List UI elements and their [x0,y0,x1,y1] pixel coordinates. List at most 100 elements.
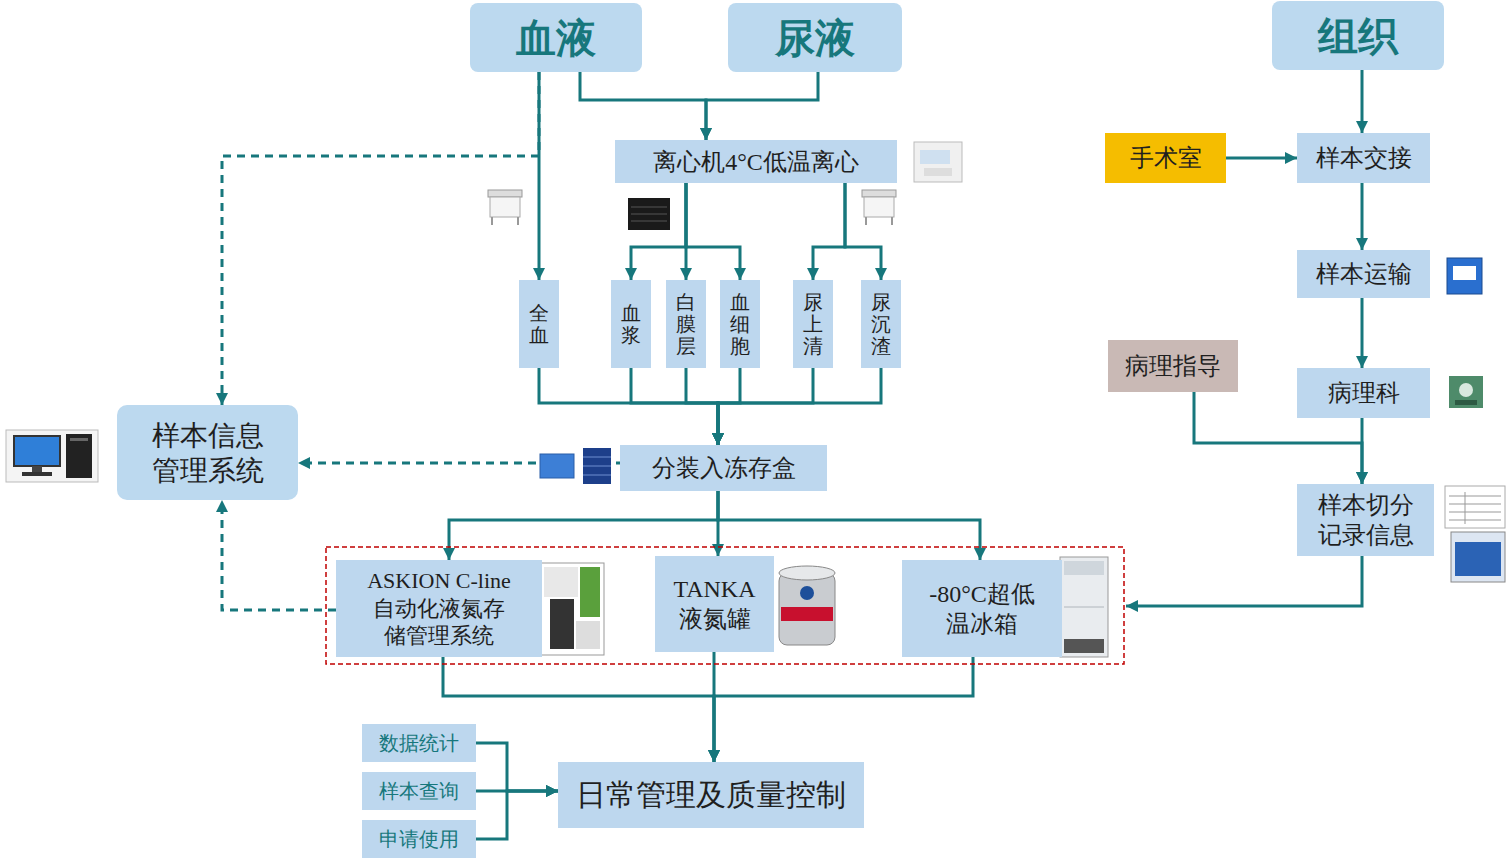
slide-tray-icon-part [1455,542,1501,576]
freezer-icon-part [1064,607,1104,608]
node-label: 样本查询 [379,779,459,804]
storage-panel: TANKA 液氮罐 [655,556,774,652]
slide-tray-icon [1451,532,1505,582]
component-column: 全血 [519,280,559,368]
node-label: 病理指导 [1125,351,1221,381]
record-sheet-icon-part [1449,520,1501,521]
node-label: 组织 [1318,11,1398,61]
flow-connector [686,368,718,445]
storage-panel: ASKION C-line 自动化液氮存 储管理系统 [336,560,542,657]
flow-connector [1361,183,1364,250]
node-label: 离心机4°C低温离心 [653,147,859,177]
flow-connector [714,657,973,762]
flow-connector [222,72,539,405]
pathology-icon-part [1449,376,1483,408]
function-box: 数据统计 [362,724,476,762]
node-label: 手术室 [1130,143,1202,173]
node-label: 样本运输 [1316,259,1412,289]
node-label: 白膜层 [676,291,696,357]
liquid-nitrogen-system-icon-part [580,567,600,617]
cryo-box-icon [538,446,616,488]
computer-icon-part [14,436,60,466]
flow-connector [539,368,718,445]
flow-connector [1126,556,1362,606]
nitrogen-tank-icon [779,566,835,645]
flow-connector [718,368,881,445]
node-label: 血浆 [621,302,641,346]
sample-rack-icon-part [628,198,670,230]
slide-tray-icon-part [1451,532,1505,582]
pathology-icon-part [1459,383,1473,397]
computer-icon-part [32,466,42,472]
node-label: 样本信息 管理系统 [121,418,294,488]
nitrogen-tank-icon-part [800,586,814,600]
record-sheet-icon [1445,486,1505,528]
computer-icon-part [70,438,88,441]
sample-rack-icon-part [631,214,667,215]
liquid-nitrogen-system-icon [540,563,604,655]
node-label: TANKA 液氮罐 [659,574,770,634]
flow-connector [1361,70,1364,133]
pathology-icon [1449,376,1483,408]
flow-connector [718,368,740,445]
node-label: 样本交接 [1316,143,1412,173]
node-label: ASKION C-line 自动化液氮存 储管理系统 [340,567,538,650]
node-label: 样本切分 记录信息 [1301,490,1430,550]
centrifuge-icon [914,142,962,182]
process-box: 样本运输 [1297,250,1430,298]
function-box: 样本查询 [362,772,476,810]
flow-connector [222,500,336,610]
flow-connector [580,72,706,140]
record-sheet-icon-part [1449,496,1501,497]
storage-panel: -80°C超低 温冰箱 [902,560,1062,657]
source-box: 手术室 [1105,133,1226,183]
function-box: 申请使用 [362,820,476,858]
node-label: 血细胞 [730,291,750,357]
sample-rack-icon [628,198,670,230]
flow-connector [706,72,818,140]
biosafety-cabinet-icon [862,190,896,225]
component-column: 尿上清 [793,280,833,368]
flow-connector [449,491,718,560]
node-label: 尿上清 [803,291,823,357]
component-column: 血浆 [611,280,651,368]
sample-source-header: 尿液 [728,3,902,72]
flow-connector [631,183,686,280]
record-sheet-icon-part [1465,492,1466,524]
sample-rack-icon-part [631,207,667,208]
node-label: 分装入冻存盒 [652,453,796,483]
cryo-box-icon-part [538,446,616,488]
freezer-icon-part [1060,557,1108,657]
computer-icon [6,430,98,482]
biosafety-cabinet-icon-part [864,197,894,217]
component-column: 白膜层 [666,280,706,368]
cryo-box-icon-part [583,466,611,467]
component-column: 尿沉渣 [861,280,901,368]
liquid-nitrogen-system-icon-part [544,567,578,597]
liquid-nitrogen-system-icon-part [576,621,600,649]
flow-connector [813,183,845,280]
biosafety-cabinet-icon-part [488,190,522,197]
biosafety-cabinet-icon-part [491,217,493,225]
record-sheet-icon-part [1449,512,1501,513]
biosafety-cabinet-icon-part [517,217,519,225]
flow-connector [718,368,813,445]
flow-connector [686,183,740,280]
system-box: 样本信息 管理系统 [117,405,298,500]
flow-connector [631,368,718,445]
transport-box-icon-part [1453,266,1476,280]
node-label: 日常管理及质量控制 [576,776,846,814]
storage-group-outline [326,547,1124,664]
freezer-icon-part [1064,639,1104,653]
transport-box-icon [1447,258,1482,294]
node-label: 血液 [516,13,596,63]
biosafety-cabinet-icon-part [891,217,893,225]
biosafety-cabinet-icon [488,190,522,225]
process-box: 样本交接 [1297,133,1430,183]
node-label: 全血 [529,302,549,346]
centrifuge-icon-part [924,168,952,176]
flow-connector [443,657,714,762]
cryo-box-icon-part [583,457,611,458]
process-box: 离心机4°C低温离心 [615,140,897,183]
